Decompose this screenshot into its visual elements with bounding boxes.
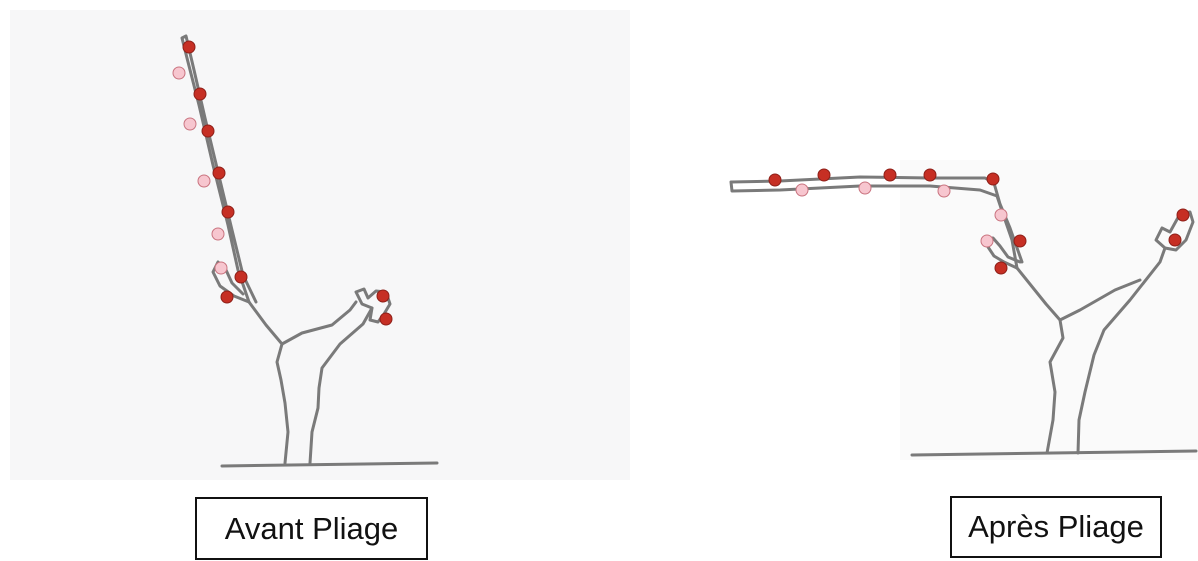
bud-light [937, 184, 951, 198]
caption-after-text: Après Pliage [968, 509, 1144, 544]
ground-line-right [910, 449, 1198, 457]
bud-dark [376, 289, 390, 303]
bud-light [172, 66, 186, 80]
bud-dark [220, 290, 234, 304]
bud-dark [1168, 233, 1182, 247]
bud-dark [193, 87, 207, 101]
cane-after [729, 175, 1024, 270]
bud-light [183, 117, 197, 131]
bud-light [980, 234, 994, 248]
bud-dark [994, 261, 1008, 275]
buds-before [172, 40, 393, 326]
bud-dark [768, 173, 782, 187]
bud-light [214, 261, 228, 275]
vine-after-folding [729, 175, 1198, 457]
ground-line-left [220, 461, 439, 468]
trunk-left [247, 300, 290, 465]
bud-dark [201, 124, 215, 138]
vine-before-folding [180, 34, 439, 468]
bud-dark [212, 166, 226, 180]
caption-before-text: Avant Pliage [224, 510, 399, 546]
bud-dark [379, 312, 393, 326]
bud-light [994, 208, 1008, 222]
bud-dark [182, 40, 196, 54]
buds-after [768, 168, 1190, 275]
caption-after-folding: Après Pliage [950, 496, 1162, 558]
trunk-right [1015, 266, 1065, 455]
caption-before-folding: Avant Pliage [195, 497, 428, 560]
bud-dark [234, 270, 248, 284]
bud-light [795, 183, 809, 197]
bud-dark [817, 168, 831, 182]
bud-dark [986, 172, 1000, 186]
bud-dark [883, 168, 897, 182]
bud-light [211, 227, 225, 241]
bud-light [197, 174, 211, 188]
bud-light [858, 181, 872, 195]
left-panel-background [10, 10, 630, 480]
bud-dark [221, 205, 235, 219]
bud-dark [1013, 234, 1027, 248]
right-panel-background [900, 160, 1198, 460]
bud-dark [923, 168, 937, 182]
bud-dark [1176, 208, 1190, 222]
